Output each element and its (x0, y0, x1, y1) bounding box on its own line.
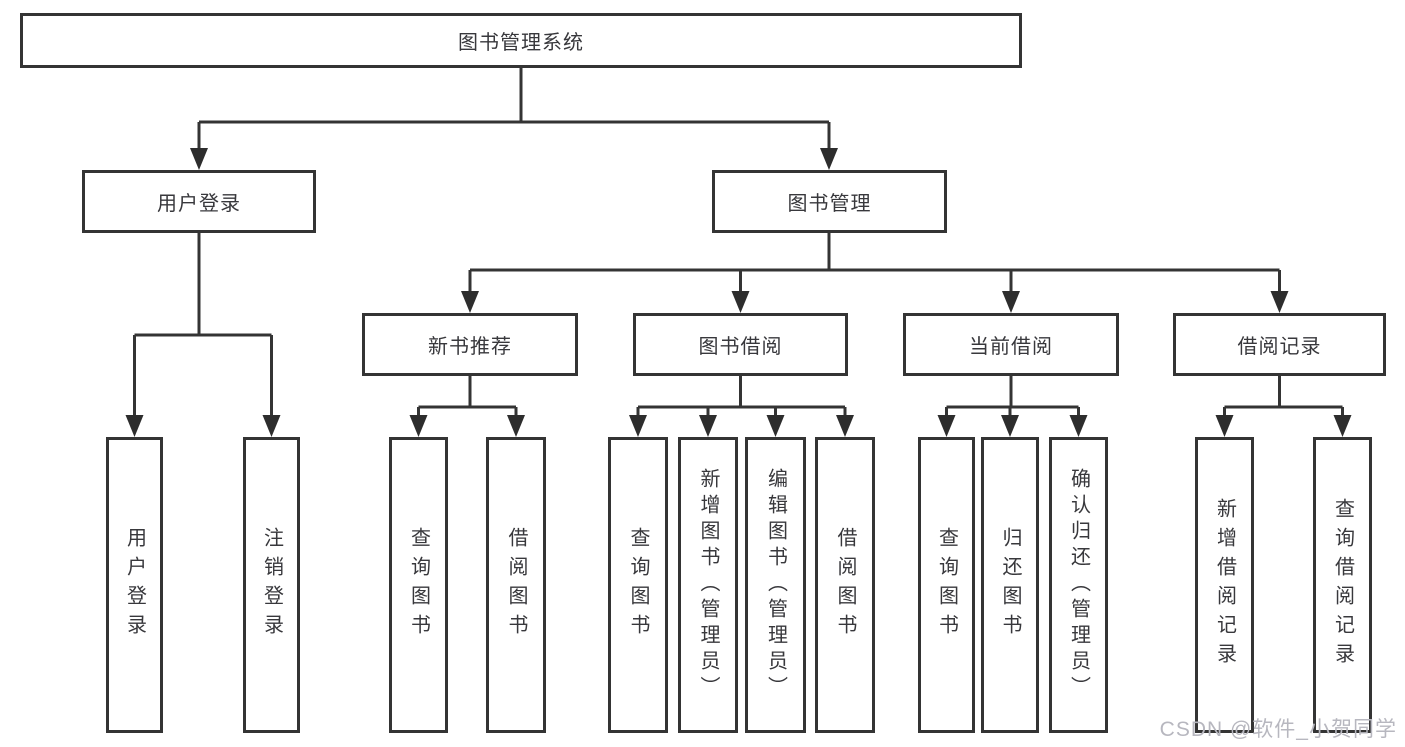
leaf-query-borrow-record: 查询借阅记录 (1313, 437, 1372, 733)
leaf-confirm-return-admin: 确认归还（管理员） (1049, 437, 1108, 733)
leaf-add-book-admin: 新增图书（管理员） (678, 437, 738, 733)
node-new-book-recommend: 新书推荐 (362, 313, 578, 376)
leaf-label: 注销登录 (260, 527, 283, 643)
node-library-system-root: 图书管理系统 (20, 13, 1022, 68)
leaf-borrow-books-recommend: 借阅图书 (486, 437, 546, 733)
node-current-borrowing: 当前借阅 (903, 313, 1119, 376)
leaf-label: 借阅图书 (834, 527, 856, 643)
leaf-query-books-recommend: 查询图书 (389, 437, 448, 733)
leaf-label: 查询图书 (935, 527, 958, 643)
leaf-label: 借阅图书 (505, 527, 527, 643)
node-borrowing-records: 借阅记录 (1173, 313, 1386, 376)
leaf-query-books-current: 查询图书 (918, 437, 975, 733)
leaf-label: 新增图书（管理员） (697, 468, 719, 702)
watermark-text: CSDN @软件_小贺同学 (1159, 718, 1397, 741)
leaf-label: 用户登录 (123, 527, 146, 643)
leaf-user-login: 用户登录 (106, 437, 163, 733)
leaf-label: 查询图书 (407, 527, 430, 643)
leaf-borrow-books-borrowing: 借阅图书 (815, 437, 875, 733)
leaf-edit-book-admin: 编辑图书（管理员） (745, 437, 806, 733)
leaf-logout: 注销登录 (243, 437, 300, 733)
leaf-add-borrow-record: 新增借阅记录 (1195, 437, 1254, 733)
leaf-label: 确认归还（管理员） (1067, 468, 1090, 702)
leaf-label: 新增借阅记录 (1213, 498, 1236, 672)
leaf-return-books: 归还图书 (981, 437, 1039, 733)
leaf-label: 查询借阅记录 (1331, 498, 1354, 672)
leaf-label: 查询图书 (627, 527, 649, 643)
node-user-login-branch: 用户登录 (82, 170, 316, 233)
node-book-borrowing: 图书借阅 (633, 313, 848, 376)
leaf-label: 归还图书 (999, 527, 1021, 643)
node-book-management-branch: 图书管理 (712, 170, 947, 233)
leaf-label: 编辑图书（管理员） (764, 468, 787, 702)
leaf-query-books-borrowing: 查询图书 (608, 437, 668, 733)
